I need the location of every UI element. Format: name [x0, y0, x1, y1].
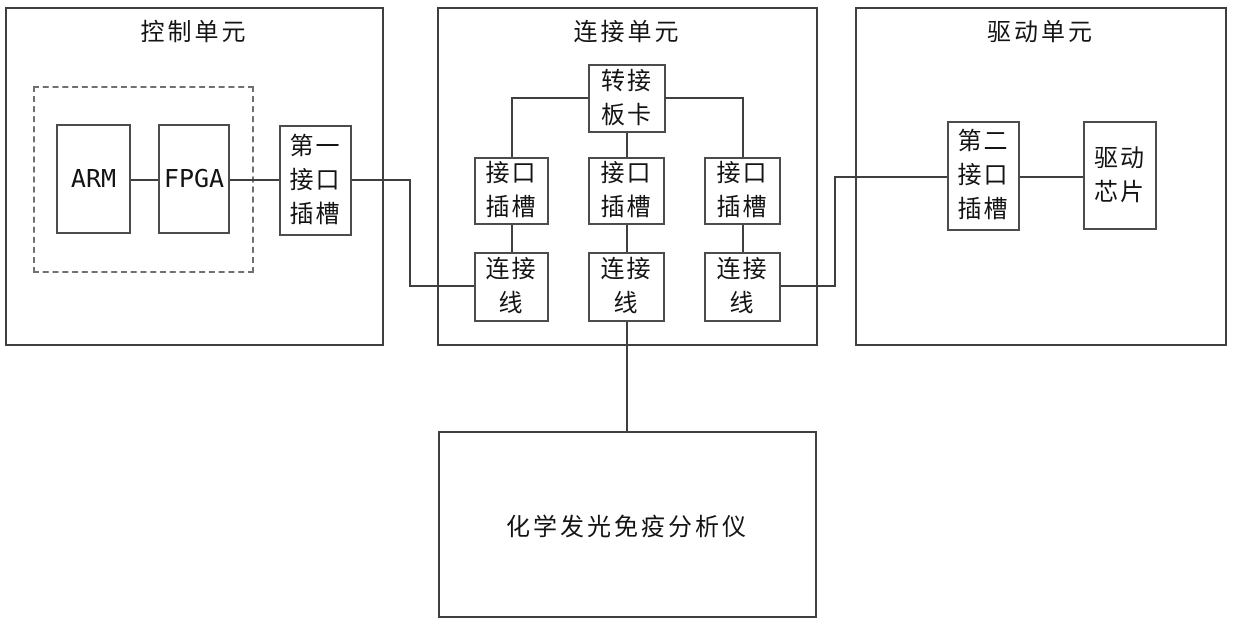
- connector-slot1-out-h: [352, 179, 411, 181]
- connector-adapter-right-v: [742, 97, 744, 157]
- connector-slot2-chip: [1020, 176, 1083, 178]
- connection-wire-block-3: 连接 线: [704, 252, 781, 322]
- analyzer-label: 化学发光免疫分析仪: [506, 514, 749, 541]
- connector-adapter-mid-v: [626, 133, 628, 157]
- first-interface-slot-block: 第一 接口 插槽: [279, 125, 352, 236]
- connector-wire3-out-v: [834, 176, 836, 287]
- interface-slot-block-2: 接口 插槽: [588, 157, 665, 225]
- connector-slot1-out-v: [409, 179, 411, 287]
- connection-wire-block-1: 连接 线: [474, 252, 549, 322]
- fpga-block: FPGA: [158, 124, 230, 234]
- control-unit-title: 控制单元: [140, 19, 249, 46]
- connector-adapter-right-h: [665, 97, 744, 99]
- connection-wire-block-2: 连接 线: [588, 252, 665, 322]
- connector-slot-wire-1: [511, 225, 513, 252]
- arm-block: ARM: [56, 124, 131, 234]
- connector-adapter-left-v: [511, 97, 513, 157]
- connector-slot-wire-3: [742, 225, 744, 252]
- driver-chip-block: 驱动 芯片: [1083, 121, 1157, 230]
- connector-into-wire1-h: [409, 285, 474, 287]
- drive-unit-title: 驱动单元: [987, 19, 1095, 46]
- connector-slot-wire-2: [626, 225, 628, 252]
- connector-into-slot2-h: [834, 176, 947, 178]
- analyzer-box: 化学发光免疫分析仪: [438, 431, 817, 618]
- interface-slot-block-1: 接口 插槽: [474, 157, 549, 225]
- connector-fpga-slot1: [230, 179, 279, 181]
- connector-adapter-left-h: [511, 97, 588, 99]
- connector-wire3-out-h: [781, 285, 836, 287]
- connector-arm-fpga: [131, 179, 158, 181]
- connection-unit-title: 连接单元: [573, 19, 682, 46]
- interface-slot-block-3: 接口 插槽: [704, 157, 781, 225]
- second-interface-slot-block: 第二 接口 插槽: [947, 121, 1020, 231]
- adapter-card-block: 转接 板卡: [588, 64, 666, 133]
- connector-wire2-analyzer: [626, 322, 628, 431]
